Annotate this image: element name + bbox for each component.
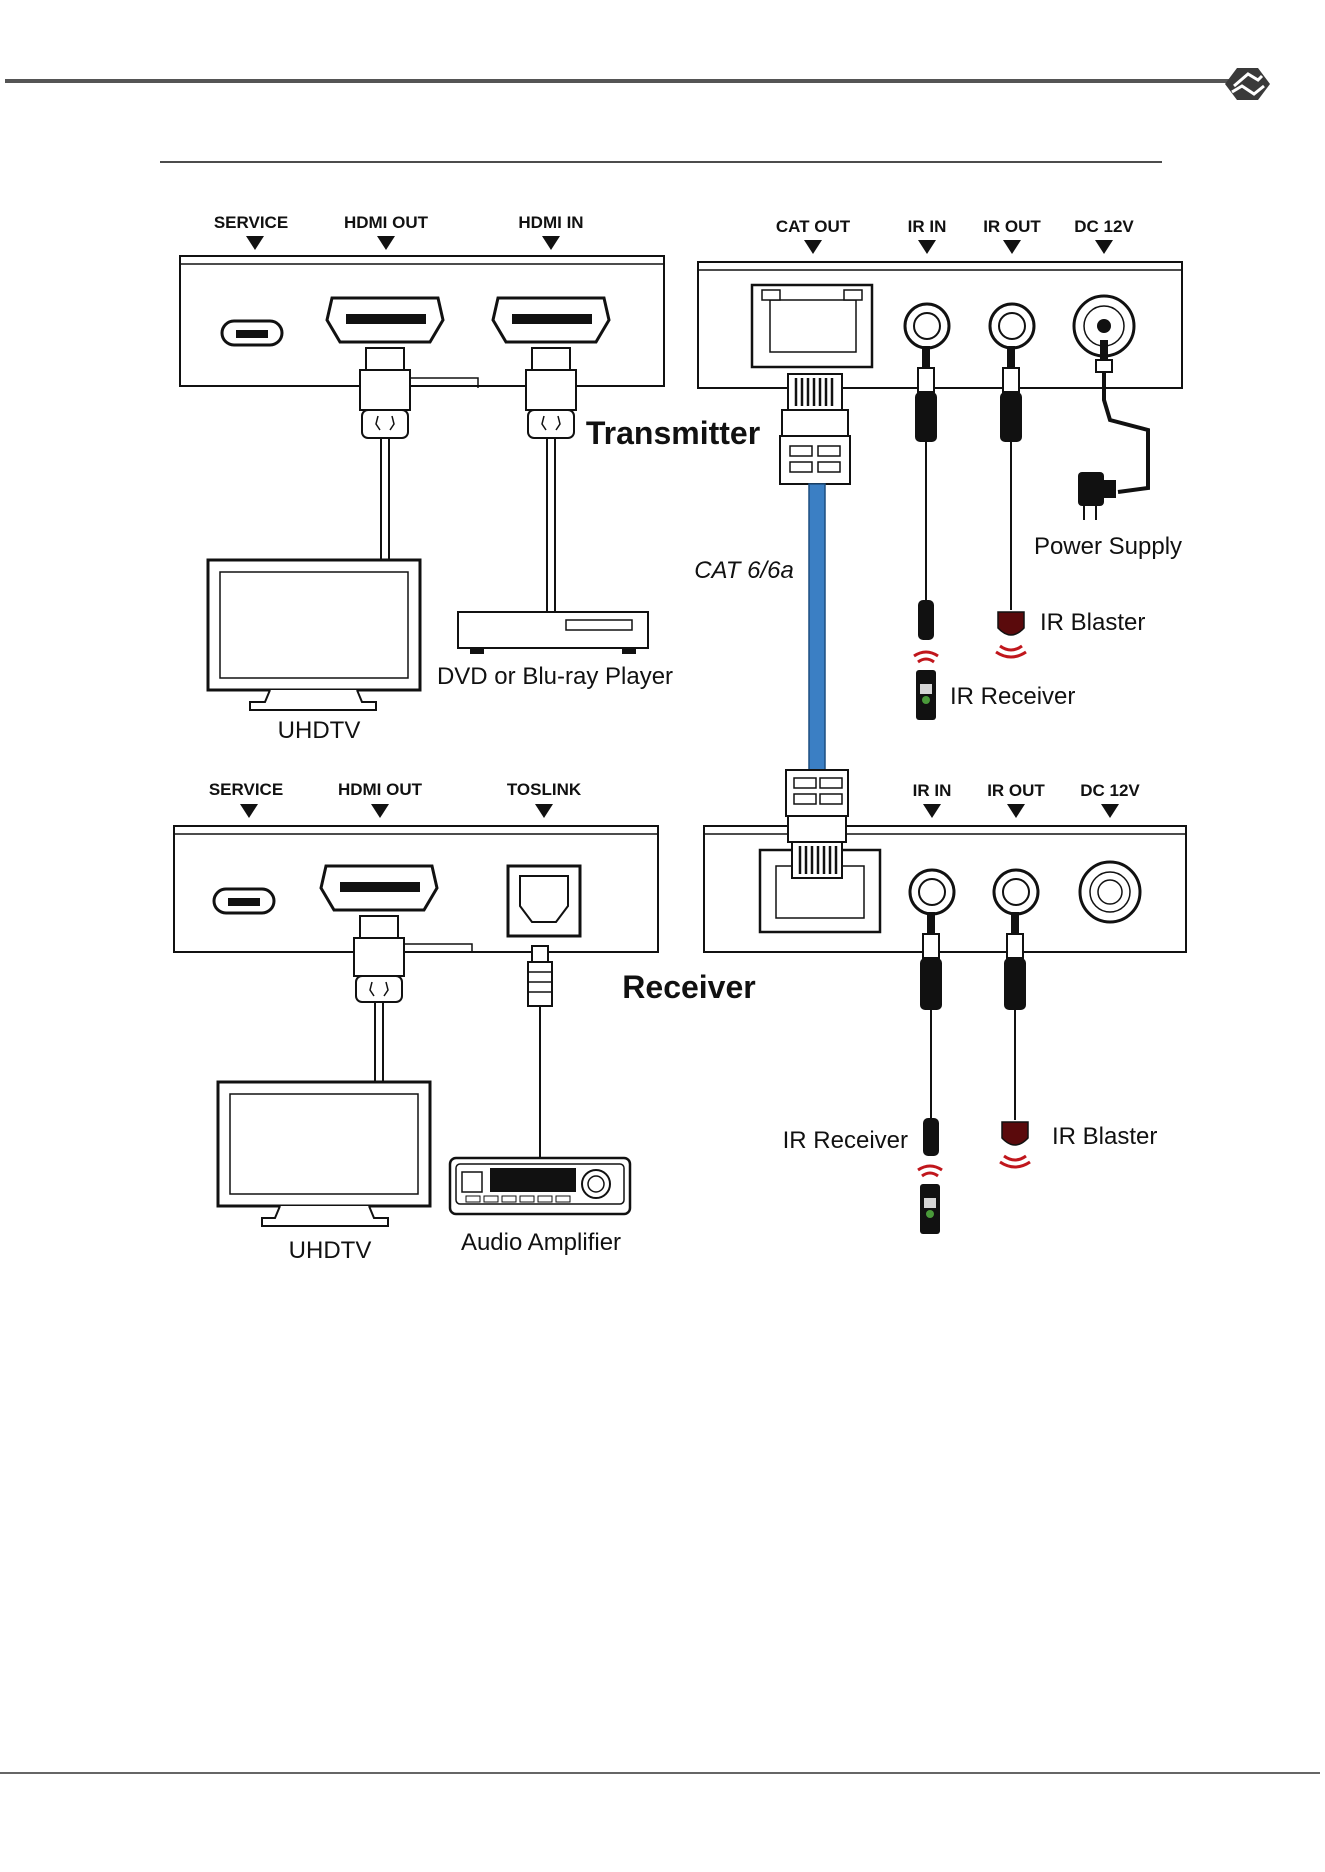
tx-port-label-dc-12v: DC 12V bbox=[1074, 217, 1134, 236]
rx-rj45-plug bbox=[786, 770, 848, 878]
rx-port-label-hdmi-out: HDMI OUT bbox=[338, 780, 423, 799]
tx-ir-in-cable bbox=[915, 346, 937, 640]
brand-logo-icon bbox=[1225, 68, 1270, 100]
tx-left-arrow-icons bbox=[246, 236, 560, 250]
transmitter-title: Transmitter bbox=[586, 415, 760, 451]
rx-ir-receiver-icon bbox=[918, 1166, 942, 1234]
audio-amplifier-icon bbox=[450, 1158, 630, 1214]
rx-left-arrow-icons bbox=[240, 804, 553, 818]
dvd-player-icon bbox=[458, 612, 648, 654]
rx-front-panel bbox=[174, 826, 658, 952]
cat-cable-label: CAT 6/6a bbox=[694, 557, 794, 584]
rx-port-label-toslink: TOSLINK bbox=[507, 780, 582, 799]
rx-toslink-cable bbox=[528, 946, 552, 1158]
rx-port-label-service: SERVICE bbox=[209, 780, 283, 799]
tx-ir-receiver-label: IR Receiver bbox=[950, 683, 1075, 710]
tx-port-label-ir-out: IR OUT bbox=[983, 217, 1041, 236]
power-supply-label: Power Supply bbox=[1034, 533, 1182, 560]
tx-right-arrow-icons bbox=[804, 240, 1113, 254]
rx-ir-in-cable bbox=[920, 912, 942, 1156]
rx-right-arrow-icons bbox=[923, 804, 1119, 818]
tx-ir-blaster-icon bbox=[996, 612, 1026, 657]
rx-port-label-ir-out: IR OUT bbox=[987, 781, 1045, 800]
cat-cable bbox=[809, 484, 825, 770]
receiver-title: Receiver bbox=[622, 969, 755, 1005]
rx-uhdtv-label: UHDTV bbox=[289, 1237, 372, 1264]
tx-port-label-hdmi-in: HDMI IN bbox=[518, 213, 583, 232]
rx-port-label-dc-12v: DC 12V bbox=[1080, 781, 1140, 800]
tx-port-label-hdmi-out: HDMI OUT bbox=[344, 213, 429, 232]
tx-port-label-ir-in: IR IN bbox=[908, 217, 947, 236]
tx-uhdtv-icon bbox=[208, 560, 420, 710]
tx-uhdtv-label: UHDTV bbox=[278, 717, 361, 744]
audio-amplifier-label: Audio Amplifier bbox=[461, 1229, 621, 1256]
rx-ir-blaster-icon bbox=[1000, 1122, 1030, 1167]
tx-port-label-cat-out: CAT OUT bbox=[776, 217, 851, 236]
tx-ir-out-cable bbox=[1000, 346, 1022, 610]
power-supply-icon bbox=[1078, 472, 1116, 520]
dvd-player-label: DVD or Blu-ray Player bbox=[437, 663, 673, 690]
tx-ir-receiver-icon bbox=[914, 652, 938, 720]
rx-uhdtv-icon bbox=[218, 1082, 430, 1226]
rx-ir-out-cable bbox=[1004, 912, 1026, 1120]
rx-ir-receiver-label: IR Receiver bbox=[783, 1127, 908, 1154]
tx-port-label-service: SERVICE bbox=[214, 213, 288, 232]
tx-rj45-plug bbox=[780, 374, 850, 484]
rx-rear-panel bbox=[704, 826, 1186, 952]
tx-ir-blaster-label: IR Blaster bbox=[1040, 609, 1145, 636]
rx-port-label-ir-in: IR IN bbox=[913, 781, 952, 800]
rx-ir-blaster-label: IR Blaster bbox=[1052, 1123, 1157, 1150]
tx-hdmi-in-cable bbox=[526, 348, 576, 612]
tx-front-panel bbox=[180, 256, 664, 386]
